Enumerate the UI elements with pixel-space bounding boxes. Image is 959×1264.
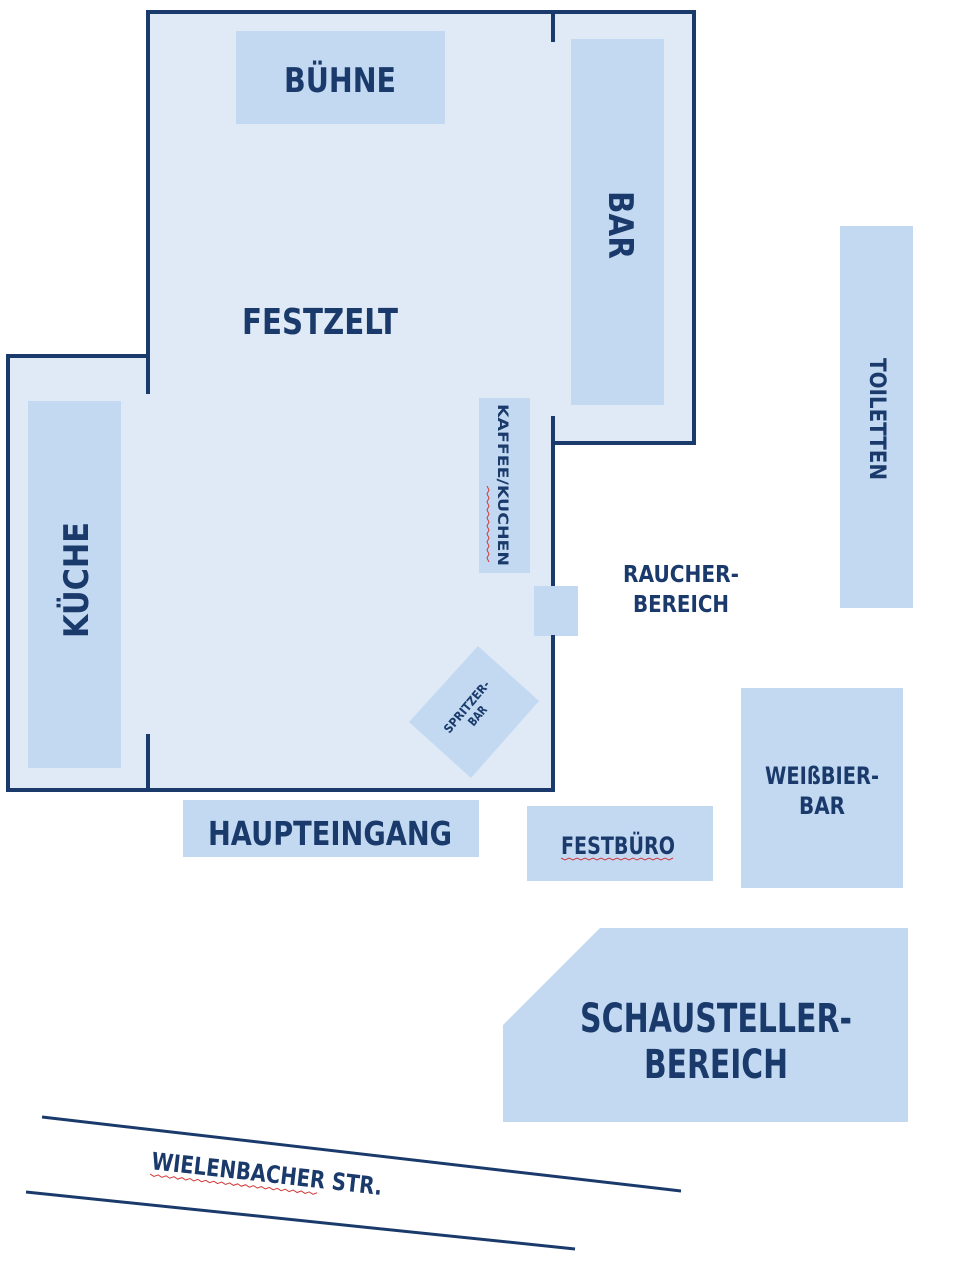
schausteller-bereich-label-line1: SCHAUSTELLER- [580, 996, 852, 1042]
bar-label: BAR [600, 191, 640, 259]
festzelt-walls [6, 10, 696, 792]
toiletten-label: TOILETTEN [864, 358, 889, 480]
buehne-label: BÜHNE [284, 60, 396, 101]
street-label: WIELENBACHER STR. [149, 1147, 384, 1201]
festbuero-area[interactable] [527, 806, 713, 881]
street-spellcheck [149, 1173, 318, 1195]
kaffee-kuchen-label: KAFFEE/KUCHEN [494, 404, 510, 566]
raucher-bereich-label-line2: BEREICH [633, 592, 729, 618]
schausteller-bereich-area[interactable] [503, 928, 908, 1122]
haupteingang-label: HAUPTEINGANG [208, 814, 452, 853]
bar-area[interactable] [571, 39, 664, 405]
entrance-gap-area[interactable] [534, 586, 578, 636]
kueche-label: KÜCHE [56, 522, 97, 638]
weissbier-bar-area[interactable] [741, 688, 903, 888]
buehne-area[interactable] [236, 31, 445, 124]
weissbier-bar-label-line1: WEIßBIER- [765, 762, 879, 790]
festbuero-spellcheck [560, 857, 674, 861]
toiletten-area[interactable] [840, 226, 913, 608]
kaffee-kuchen-spellcheck [486, 485, 490, 563]
raucher-bereich-label-line1: RAUCHER- [623, 562, 739, 588]
haupteingang-area[interactable] [183, 800, 479, 857]
schausteller-bereich-label-line2: BEREICH [644, 1042, 788, 1088]
street-edge-top [41, 1115, 682, 1193]
weissbier-bar-label-line2: BAR [799, 792, 845, 820]
street-edge-bottom [25, 1190, 576, 1251]
svg-text:WIELENBACHER STR.: WIELENBACHER STR. [150, 1147, 384, 1201]
festbuero-label: FESTBÜRO [561, 830, 675, 860]
festzelt-label: FESTZELT [242, 302, 398, 343]
kueche-area[interactable] [28, 401, 121, 768]
spritzer-bar-area[interactable] [409, 646, 539, 778]
